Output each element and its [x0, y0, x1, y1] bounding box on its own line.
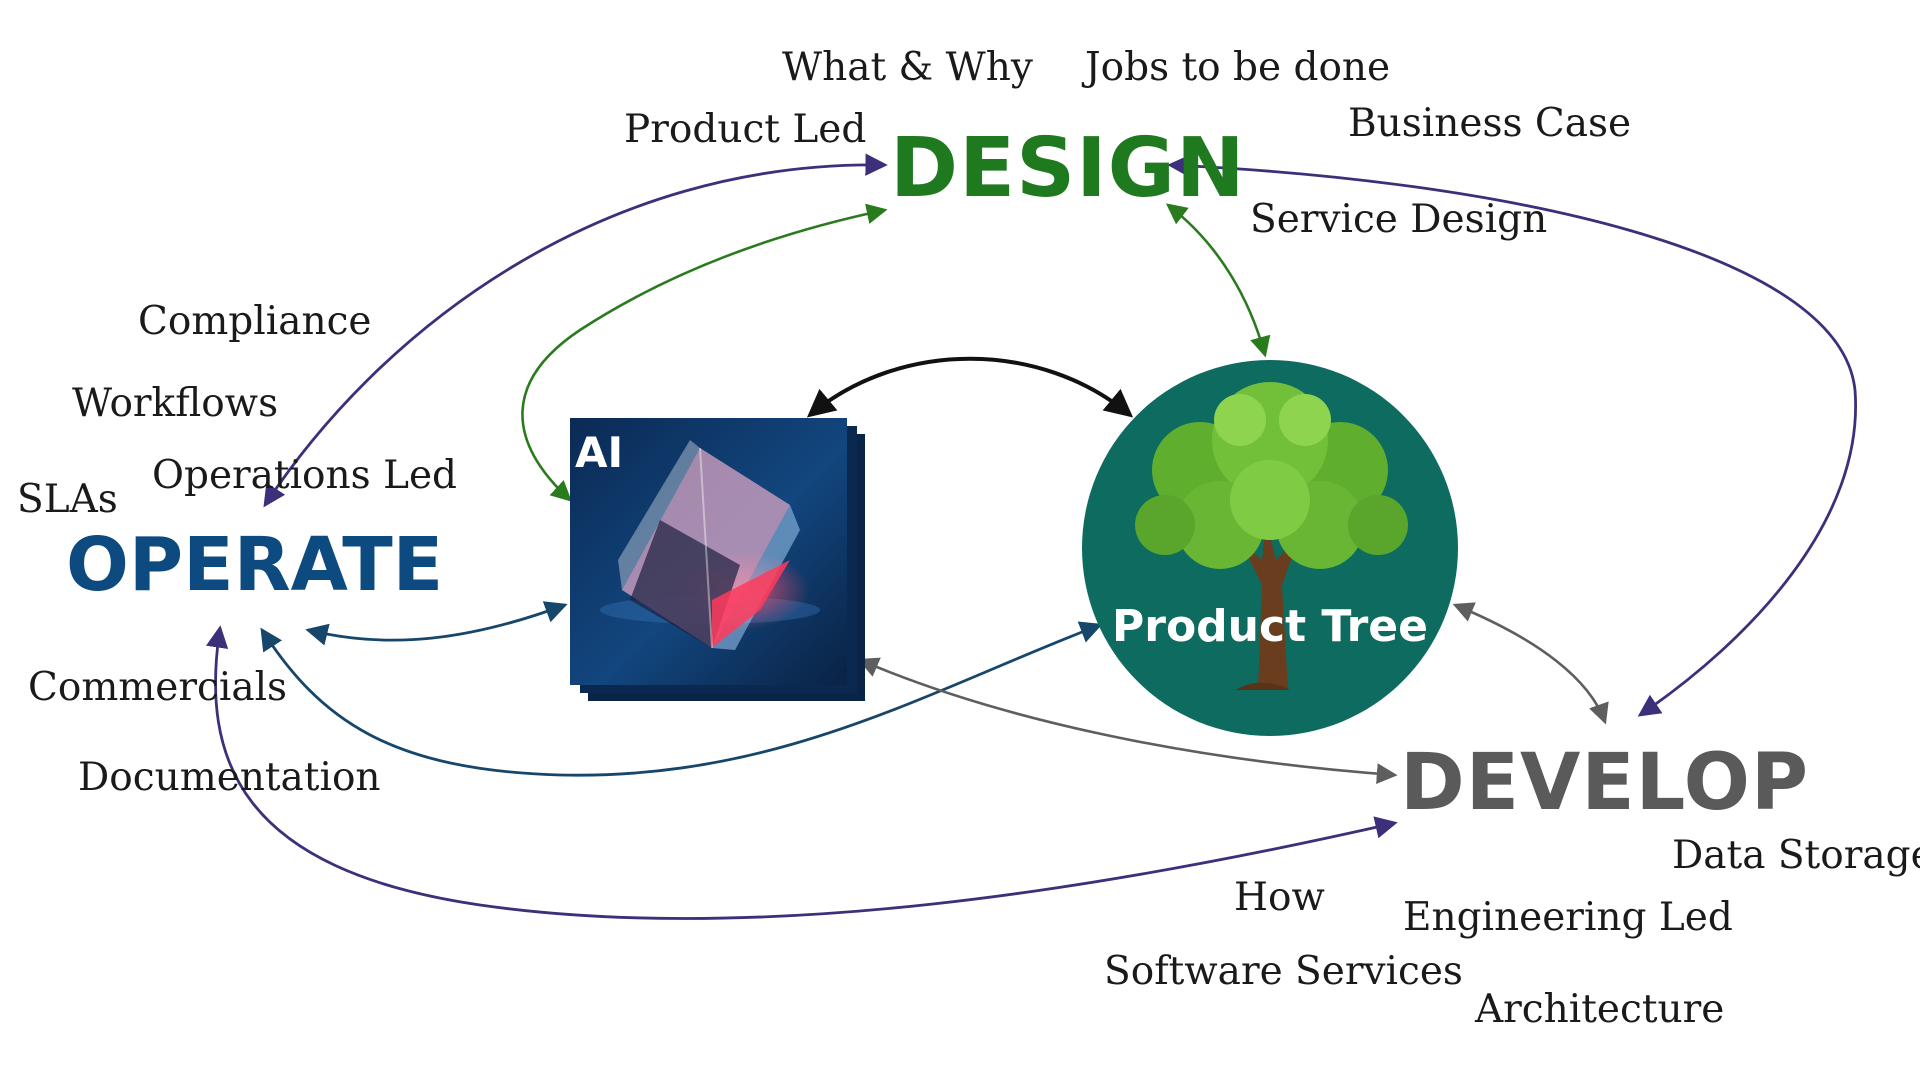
- operate-term: SLAs: [17, 477, 118, 522]
- arrow-operate-design: [263, 153, 888, 508]
- design-hub-label: DESIGN: [890, 121, 1246, 216]
- arrow-design-develop: [1167, 154, 1857, 717]
- design-term: Product Led: [624, 107, 867, 152]
- operate-term: Workflows: [72, 381, 279, 426]
- tree-icon: [1135, 382, 1408, 690]
- design-term: What & Why: [782, 45, 1033, 90]
- operate-term: Compliance: [138, 299, 372, 344]
- arrow-ai-develop: [857, 657, 1398, 785]
- develop-term: Software Services: [1104, 949, 1463, 994]
- ai-card: [570, 418, 865, 701]
- develop-term: Engineering Led: [1403, 895, 1733, 940]
- arrow-operate-develop: [205, 625, 1398, 920]
- ai-label: AI: [575, 428, 624, 477]
- arrow-product-tree-develop: [1452, 602, 1609, 725]
- design-term: Jobs to be done: [1085, 45, 1391, 90]
- arrow-design-product-tree: [1165, 203, 1271, 358]
- operate-term: Commercials: [28, 665, 288, 710]
- operate-hub-label: OPERATE: [66, 522, 444, 608]
- design-term: Business Case: [1348, 101, 1632, 146]
- product-tree-node: [1082, 360, 1458, 736]
- crystal-cube-icon: [600, 440, 820, 650]
- arrow-operate-ai: [305, 601, 568, 646]
- arrow-ai-design: [521, 203, 888, 502]
- arrow-ai-product-tree: [806, 356, 1134, 418]
- develop-hub-label: DEVELOP: [1400, 738, 1810, 828]
- design-term: Service Design: [1250, 197, 1548, 242]
- develop-term: Data Storage: [1672, 833, 1920, 878]
- operate-term: Documentation: [78, 755, 381, 800]
- product-tree-label: Product Tree: [1112, 601, 1428, 652]
- develop-term: Architecture: [1475, 987, 1725, 1032]
- operate-term: Operations Led: [152, 453, 458, 498]
- develop-term: How: [1234, 875, 1325, 920]
